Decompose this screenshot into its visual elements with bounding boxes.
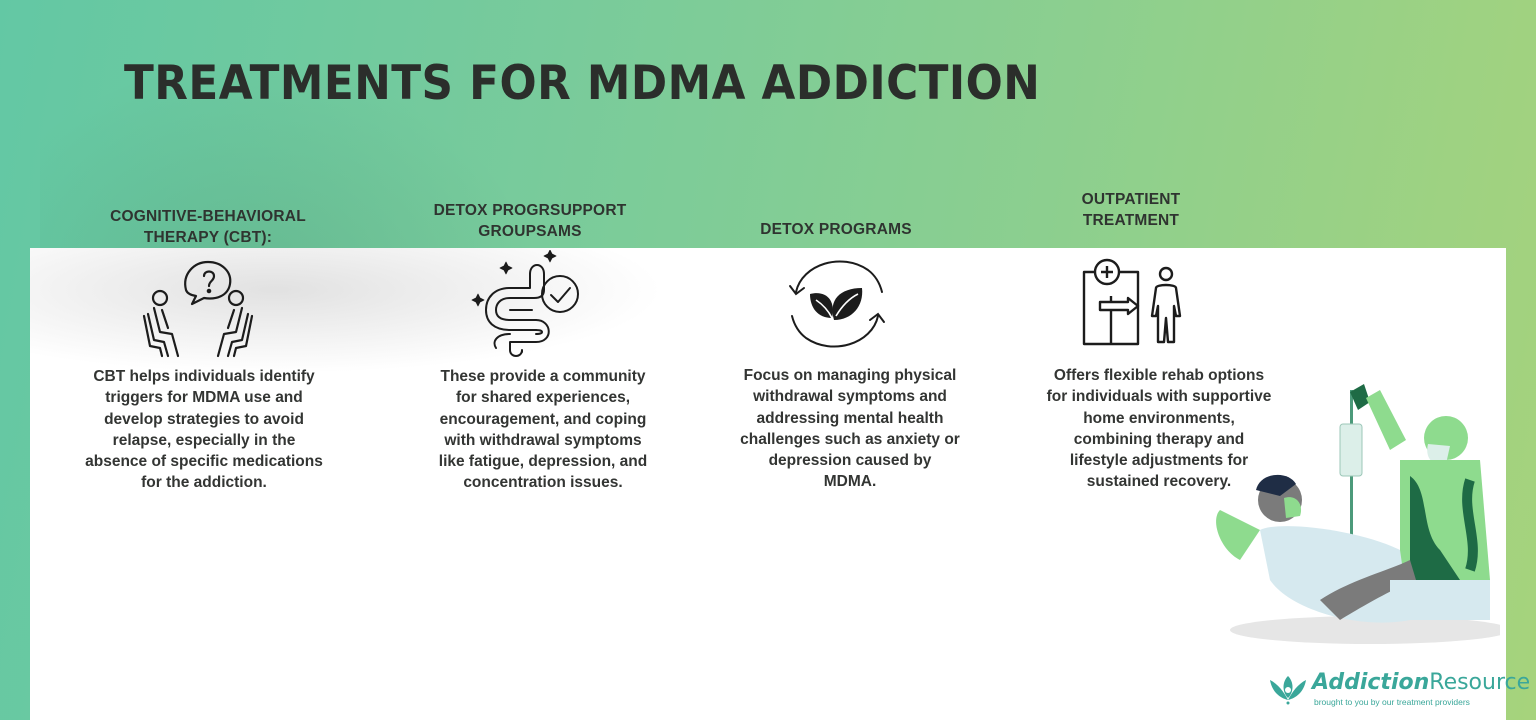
- description-line: challenges such as anxiety or: [740, 430, 960, 448]
- heading-outpatient: OUTPATIENT TREATMENT: [1001, 189, 1261, 231]
- outpatient-exit-icon: [1082, 258, 1182, 346]
- description-line: MDMA.: [823, 473, 877, 491]
- description-line: sustained recovery.: [1086, 473, 1232, 491]
- description-line: concentration issues.: [463, 474, 623, 492]
- heading-cbt: COGNITIVE-BEHAVIORAL THERAPY (CBT):: [78, 206, 338, 248]
- therapy-session-icon: [142, 260, 254, 358]
- description-line: with withdrawal symptoms: [444, 431, 642, 449]
- description-line: lifestyle adjustments for: [1069, 452, 1249, 470]
- heading-detox-programs: DETOX PROGRAMS: [706, 219, 966, 240]
- description-line: combining therapy and: [1073, 430, 1245, 448]
- gut-check-icon: [471, 250, 579, 357]
- heading-line: COGNITIVE-BEHAVIORAL: [110, 208, 306, 225]
- description-detox-programs: Focus on managing physical withdrawal sy…: [705, 365, 995, 493]
- lotus-icon: [1270, 676, 1306, 705]
- description-line: like fatigue, depression, and: [438, 453, 648, 471]
- description-line: CBT helps individuals identify: [93, 368, 315, 385]
- description-line: triggers for MDMA use and: [105, 389, 303, 407]
- description-line: home environments,: [1083, 409, 1235, 427]
- description-line: encouragement, and coping: [439, 410, 647, 428]
- description-outpatient: Offers flexible rehab options for indivi…: [1014, 365, 1304, 493]
- description-line: These provide a community: [440, 368, 646, 385]
- description-line: for shared experiences,: [455, 389, 631, 407]
- description-support-groups: These provide a community for shared exp…: [398, 366, 688, 494]
- description-line: addressing mental health: [756, 409, 944, 427]
- heading-line: DETOX PROGRSUPPORT: [433, 202, 627, 219]
- logo-wordmark: AddictionResource: [1312, 670, 1530, 695]
- brand-logo: AddictionResource brought to you by our …: [1268, 668, 1530, 712]
- description-line: absence of specific medications: [85, 453, 323, 471]
- description-line: withdrawal symptoms and: [753, 388, 947, 406]
- description-line: develop strategies to avoid: [104, 410, 304, 428]
- heading-line: TREATMENT: [1082, 212, 1180, 229]
- description-line: Focus on managing physical: [743, 367, 957, 384]
- heading-line: THERAPY (CBT):: [143, 229, 273, 246]
- leaf-cycle-icon: [789, 260, 885, 348]
- patient-nurse-illustration: [1216, 384, 1500, 644]
- description-line: for the addiction.: [141, 474, 267, 492]
- logo-name-bold: Addiction: [1312, 670, 1430, 695]
- description-cbt: CBT helps individuals identify triggers …: [59, 366, 349, 494]
- page-title: TREATMENTS FOR MDMA ADDICTION: [124, 56, 1041, 111]
- heading-line: GROUPSAMS: [478, 223, 582, 240]
- heading-support-groups: DETOX PROGRSUPPORT GROUPSAMS: [400, 200, 660, 242]
- logo-name-regular: Resource: [1429, 670, 1531, 695]
- panel-shadow: [30, 248, 730, 388]
- description-line: relapse, especially in the: [112, 431, 296, 449]
- description-line: Offers flexible rehab options: [1053, 367, 1265, 384]
- logo-tagline: brought to you by our treatment provider…: [1314, 697, 1470, 707]
- heading-line: DETOX PROGRAMS: [760, 221, 912, 238]
- description-line: for individuals with supportive: [1046, 388, 1272, 406]
- description-line: depression caused by: [768, 452, 932, 470]
- heading-line: OUTPATIENT: [1081, 191, 1181, 208]
